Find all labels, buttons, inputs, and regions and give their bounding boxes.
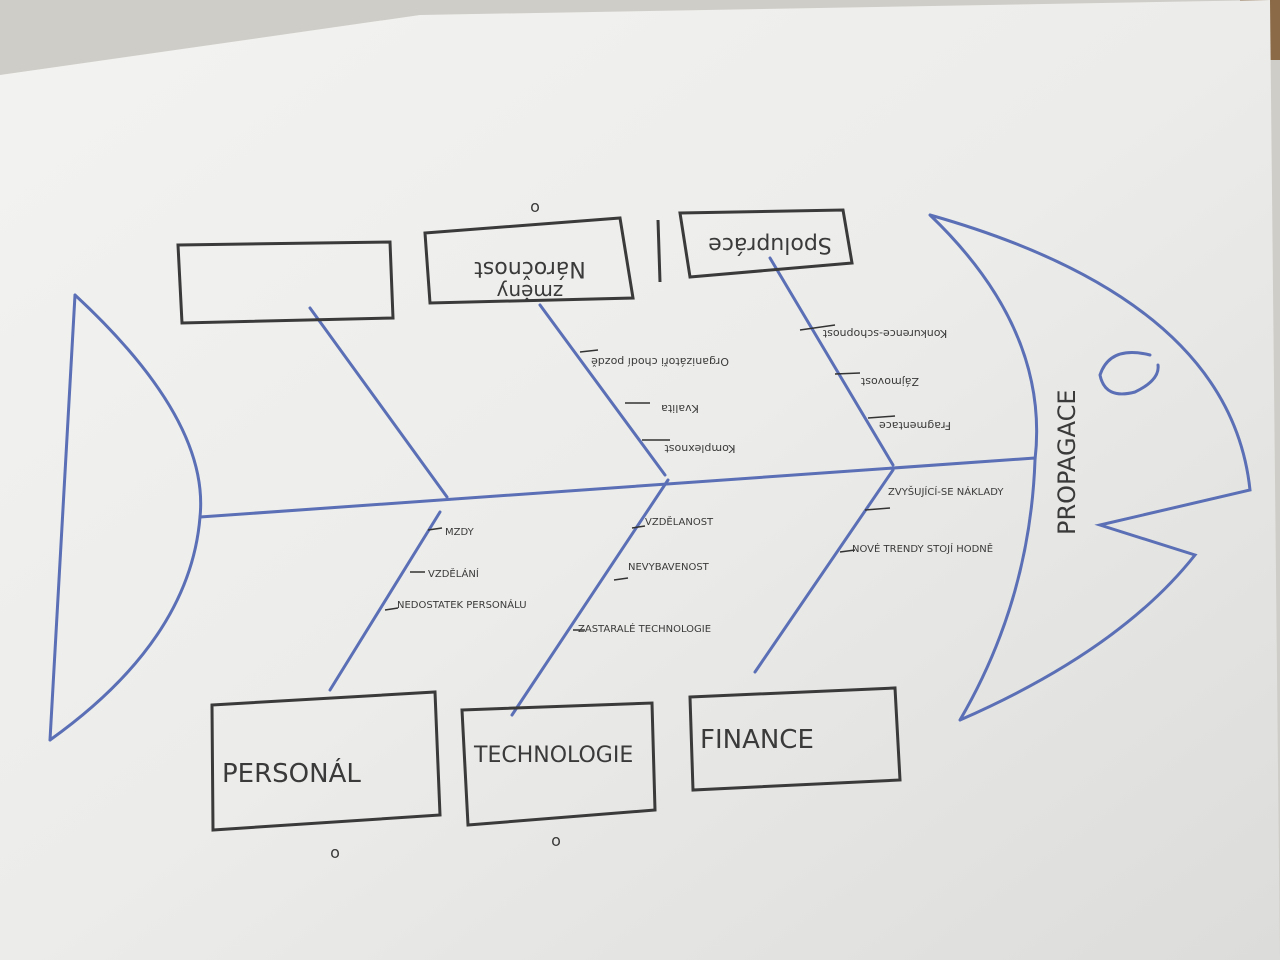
category-box-spoluprace [678, 208, 854, 279]
cause-label: Konkurence-schopnost [822, 327, 947, 340]
cause-label: Kvalita [661, 402, 699, 415]
vote-mark: o [551, 831, 561, 850]
cause-label: ZASTARALÉ TECHNOLOGIE [578, 622, 711, 635]
cause-label: ZVYŠUJÍCÍ-SE NÁKLADY [888, 485, 1004, 498]
category-box-personal [210, 690, 442, 832]
category-label-finance: FINANCE [700, 725, 814, 755]
cause-label: NEDOSTATEK PERSONÁLU [397, 598, 527, 611]
bone-top-1 [308, 306, 449, 499]
fish-head [928, 213, 1252, 722]
cause-label: Organizátoři chodí pozdě [591, 355, 729, 368]
category-label-personal: PERSONÁL [222, 757, 361, 789]
separator-stroke [656, 219, 662, 283]
cause-label: Komplexnost [664, 442, 736, 455]
fish-spine [198, 456, 1037, 519]
category-label-spoluprace: Spolupráce [708, 232, 832, 257]
cause-label: NEVYBAVENOST [628, 562, 710, 573]
category-box-technologie [460, 701, 657, 827]
effect-label: PROPAGACE [1053, 390, 1081, 536]
cause-label: Zájmovost [860, 375, 919, 388]
category-label-zmeny: změny [496, 280, 563, 304]
bone-bottom-2 [510, 478, 670, 717]
cause-label: VZDĚLANOST [645, 515, 714, 528]
fish-eye [1098, 351, 1160, 396]
cause-label: NOVÉ TRENDY STOJÍ HODNĚ [852, 542, 993, 555]
bone-bottom-1 [328, 510, 442, 692]
category-label-narocnost: Náročnost [474, 256, 586, 281]
category-box-narocnost [423, 216, 635, 305]
cause-label: Fragmentace [879, 419, 951, 432]
vote-mark: o [330, 843, 340, 862]
bone-top-2 [538, 303, 667, 477]
category-box-finance [688, 686, 902, 792]
bone-top-3 [768, 256, 895, 467]
category-label-technologie: TECHNOLOGIE [473, 743, 633, 768]
bone-bottom-3 [753, 468, 895, 674]
cause-label: VZDĚLÁNÍ [428, 567, 479, 580]
category-box-top-empty [176, 240, 395, 325]
vote-mark: o [530, 197, 540, 216]
cause-label: MZDY [445, 527, 475, 538]
